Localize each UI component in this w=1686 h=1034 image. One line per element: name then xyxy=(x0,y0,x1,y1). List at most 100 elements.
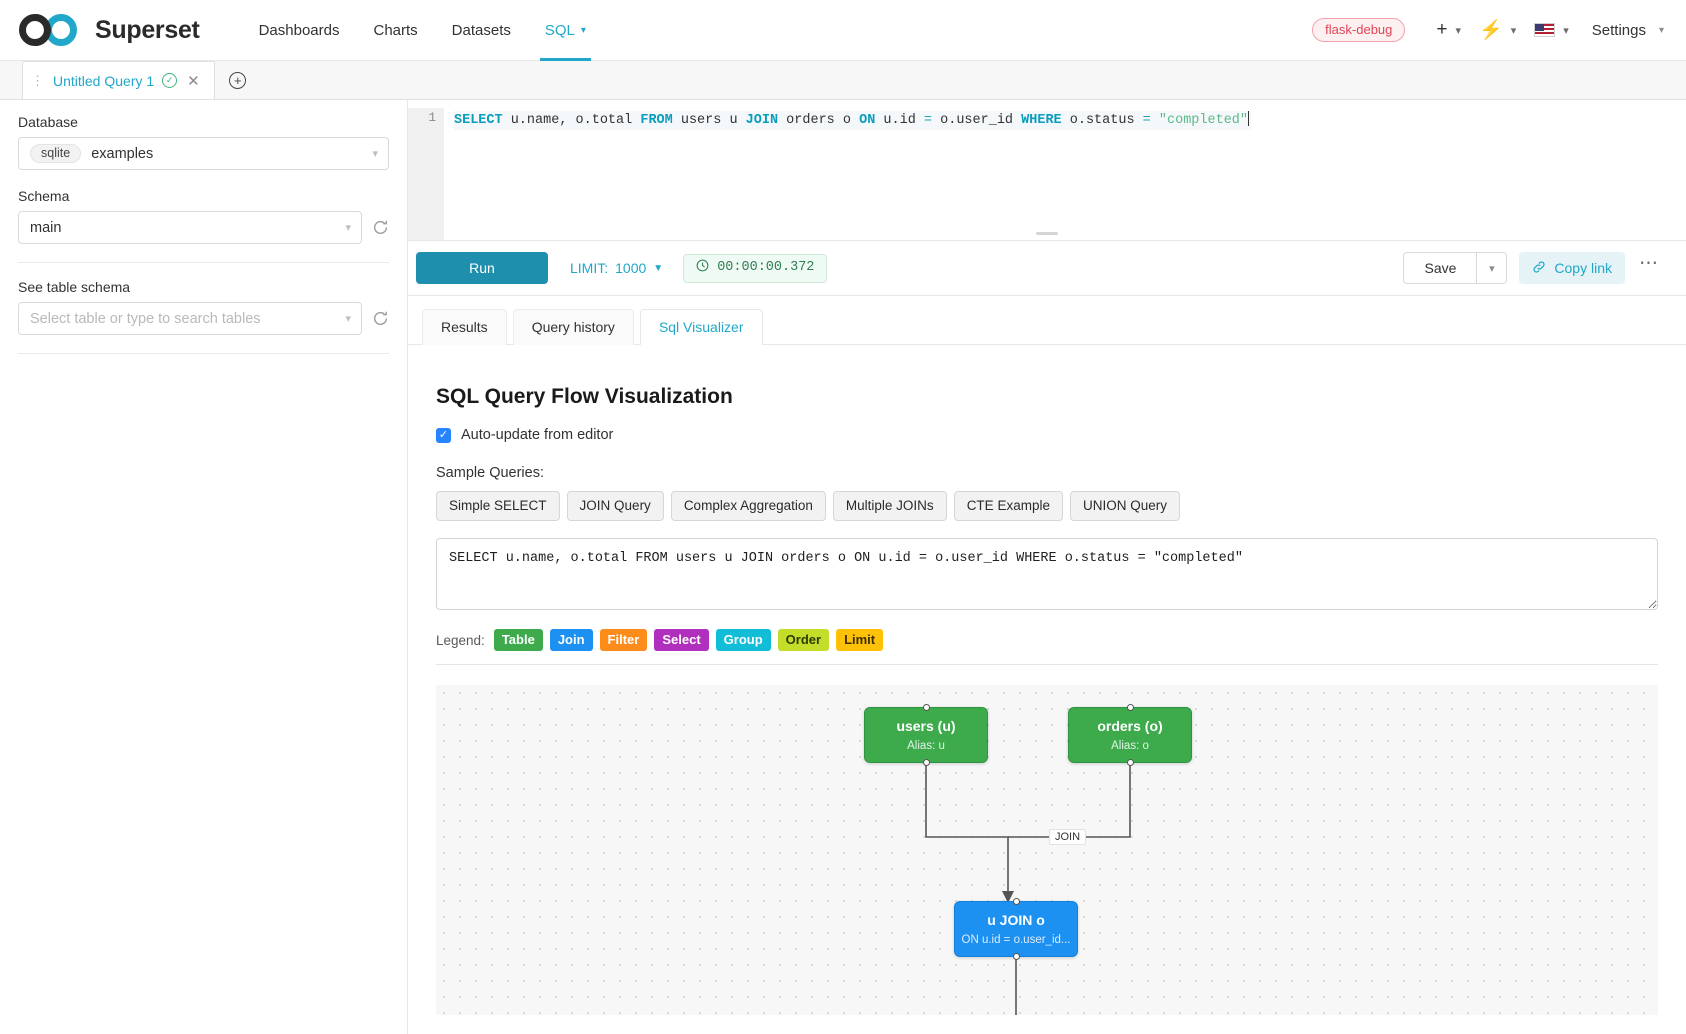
editor-toolbar: Run LIMIT: 1000 ▼ 00:00:00.372 Save ▾ xyxy=(408,232,1686,296)
legend-chip-filter: Filter xyxy=(599,629,648,651)
bolt-icon: ⚡ xyxy=(1479,20,1503,41)
top-navbar: Superset Dashboards Charts Datasets SQL … xyxy=(0,0,1686,61)
legend-label: Legend: xyxy=(436,632,485,648)
database-select[interactable]: sqlite examples ▾ xyxy=(18,137,389,170)
language-picker[interactable]: ▾ xyxy=(1525,23,1578,37)
auto-update-checkbox[interactable]: ✓ xyxy=(436,427,451,443)
sample-button-multiple-joins[interactable]: Multiple JOINs xyxy=(832,491,947,521)
chevron-down-icon: ▾ xyxy=(345,222,351,234)
workspace: Database sqlite examples ▾ Schema main ▾… xyxy=(0,100,1686,1034)
nav-dashboards[interactable]: Dashboards xyxy=(242,0,357,61)
flask-debug-badge: flask-debug xyxy=(1312,18,1406,42)
chevron-down-icon: ▾ xyxy=(1489,262,1495,275)
query-timer-value: 00:00:00.372 xyxy=(717,260,815,275)
flow-node-join-subtitle: ON u.id = o.user_id... xyxy=(961,934,1071,947)
node-port-top[interactable] xyxy=(1012,898,1020,905)
save-dropdown-button[interactable]: ▾ xyxy=(1477,252,1508,284)
nav-datasets[interactable]: Datasets xyxy=(435,0,528,61)
editor-line-number: 1 xyxy=(428,111,436,125)
node-port-top[interactable] xyxy=(922,704,930,711)
close-icon[interactable]: ✕ xyxy=(187,72,200,90)
chevron-down-icon: ▾ xyxy=(372,148,378,160)
limit-dropdown[interactable]: LIMIT: 1000 ▼ xyxy=(570,260,663,276)
copy-link-button[interactable]: Copy link xyxy=(1519,252,1625,284)
database-engine-chip: sqlite xyxy=(30,144,82,163)
tab-sql-visualizer-label: Sql Visualizer xyxy=(658,319,744,335)
nav-charts[interactable]: Charts xyxy=(356,0,434,61)
chevron-down-icon: ▾ xyxy=(1563,24,1569,37)
edge-label-join: JOIN xyxy=(1049,829,1087,845)
query-tab-untitled-query-1[interactable]: ⋮ Untitled Query 1 ✓ ✕ xyxy=(22,61,215,99)
sql-ace-editor[interactable]: 1 SELECT u.name, o.total FROM users u JO… xyxy=(408,108,1686,240)
table-select[interactable]: Select table or type to search tables ▾ xyxy=(18,302,362,335)
limit-value: 1000 xyxy=(615,260,647,276)
flow-node-orders[interactable]: orders (o) Alias: o xyxy=(1068,704,1192,766)
tab-results-label: Results xyxy=(441,319,488,335)
node-port-top[interactable] xyxy=(1126,704,1134,711)
legend-chip-table: Table xyxy=(493,629,543,651)
sample-query-buttons: Simple SELECT JOIN Query Complex Aggrega… xyxy=(436,491,1658,521)
node-port-bottom[interactable] xyxy=(1126,759,1134,766)
query-flow-canvas[interactable]: JOIN users (u) Alias: u orders (o) Alias… xyxy=(436,685,1658,1015)
schema-select[interactable]: main ▾ xyxy=(18,211,362,244)
tab-query-history[interactable]: Query history xyxy=(512,309,634,345)
sql-editor-wrap: 1 SELECT u.name, o.total FROM users u JO… xyxy=(408,100,1686,240)
bolt-menu-button[interactable]: ⚡ ▾ xyxy=(1470,18,1525,42)
new-item-button[interactable]: + ▾ xyxy=(1427,19,1470,41)
panel-divider xyxy=(18,262,389,263)
nav-sql[interactable]: SQL ▾ xyxy=(528,0,603,61)
tab-results[interactable]: Results xyxy=(422,309,507,345)
superset-logo[interactable]: Superset xyxy=(18,14,200,46)
run-button[interactable]: Run xyxy=(416,252,548,284)
link-icon xyxy=(1532,260,1546,277)
sample-queries-label: Sample Queries: xyxy=(436,465,544,481)
query-tab-bar: ⋮ Untitled Query 1 ✓ ✕ + xyxy=(0,61,1686,100)
sql-input-textarea[interactable] xyxy=(436,538,1658,610)
refresh-tables-icon[interactable] xyxy=(372,310,389,327)
node-port-bottom[interactable] xyxy=(1012,953,1020,960)
schema-row: main ▾ xyxy=(18,211,389,244)
sample-button-simple-select[interactable]: Simple SELECT xyxy=(436,491,560,521)
chevron-down-icon: ▾ xyxy=(1658,24,1664,36)
check-circle-icon: ✓ xyxy=(162,73,178,88)
save-button-group: Save ▾ xyxy=(1403,252,1508,284)
flow-node-join[interactable]: u JOIN o ON u.id = o.user_id... xyxy=(954,898,1078,960)
refresh-schema-icon[interactable] xyxy=(372,219,389,236)
editor-resize-handle[interactable] xyxy=(1036,232,1058,235)
nav-right-actions: flask-debug + ▾ ⚡ ▾ ▾ Settings ▾ xyxy=(1312,18,1664,42)
query-timer: 00:00:00.372 xyxy=(683,253,828,283)
legend-chip-group: Group xyxy=(715,629,771,651)
panel-bottom-rule xyxy=(18,353,389,354)
drag-handle-icon[interactable]: ⋮ xyxy=(31,73,44,88)
sample-button-union-query[interactable]: UNION Query xyxy=(1069,491,1180,521)
chevron-down-icon: ▼ xyxy=(653,262,664,274)
node-port-bottom[interactable] xyxy=(922,759,930,766)
tab-sql-visualizer[interactable]: Sql Visualizer xyxy=(639,309,763,345)
main-nav: Dashboards Charts Datasets SQL ▾ xyxy=(242,0,603,61)
database-value: examples xyxy=(91,145,154,162)
sample-button-complex-aggregation[interactable]: Complex Aggregation xyxy=(670,491,826,521)
right-editor-panel: 1 SELECT u.name, o.total FROM users u JO… xyxy=(408,100,1686,1034)
table-schema-row: Select table or type to search tables ▾ xyxy=(18,302,389,335)
table-select-placeholder: Select table or type to search tables xyxy=(30,310,261,327)
more-options-icon[interactable]: ⋯ xyxy=(1639,253,1658,275)
plus-circle-icon: + xyxy=(229,71,247,89)
legend-chip-join: Join xyxy=(549,629,593,651)
sample-button-cte-example[interactable]: CTE Example xyxy=(953,491,1063,521)
add-query-tab-button[interactable]: + xyxy=(215,61,261,99)
infinity-logo-icon xyxy=(18,14,86,46)
flow-node-join-title: u JOIN o xyxy=(987,911,1045,928)
flow-node-users[interactable]: users (u) Alias: u xyxy=(864,704,988,766)
flow-node-users-title: users (u) xyxy=(896,717,956,734)
table-schema-label: See table schema xyxy=(18,279,131,295)
chevron-down-icon: ▾ xyxy=(1455,24,1462,37)
sample-button-join-query[interactable]: JOIN Query xyxy=(566,491,664,521)
legend-chip-order: Order xyxy=(777,629,830,651)
editor-code-area[interactable]: SELECT u.name, o.total FROM users u JOIN… xyxy=(444,108,1686,240)
flow-node-orders-subtitle: Alias: o xyxy=(1111,740,1149,753)
flow-edges xyxy=(925,765,1131,1015)
save-button[interactable]: Save xyxy=(1403,252,1478,284)
nav-sql-label: SQL xyxy=(544,21,575,39)
query-tab-label: Untitled Query 1 xyxy=(53,72,155,89)
settings-menu[interactable]: Settings ▾ xyxy=(1578,22,1664,39)
